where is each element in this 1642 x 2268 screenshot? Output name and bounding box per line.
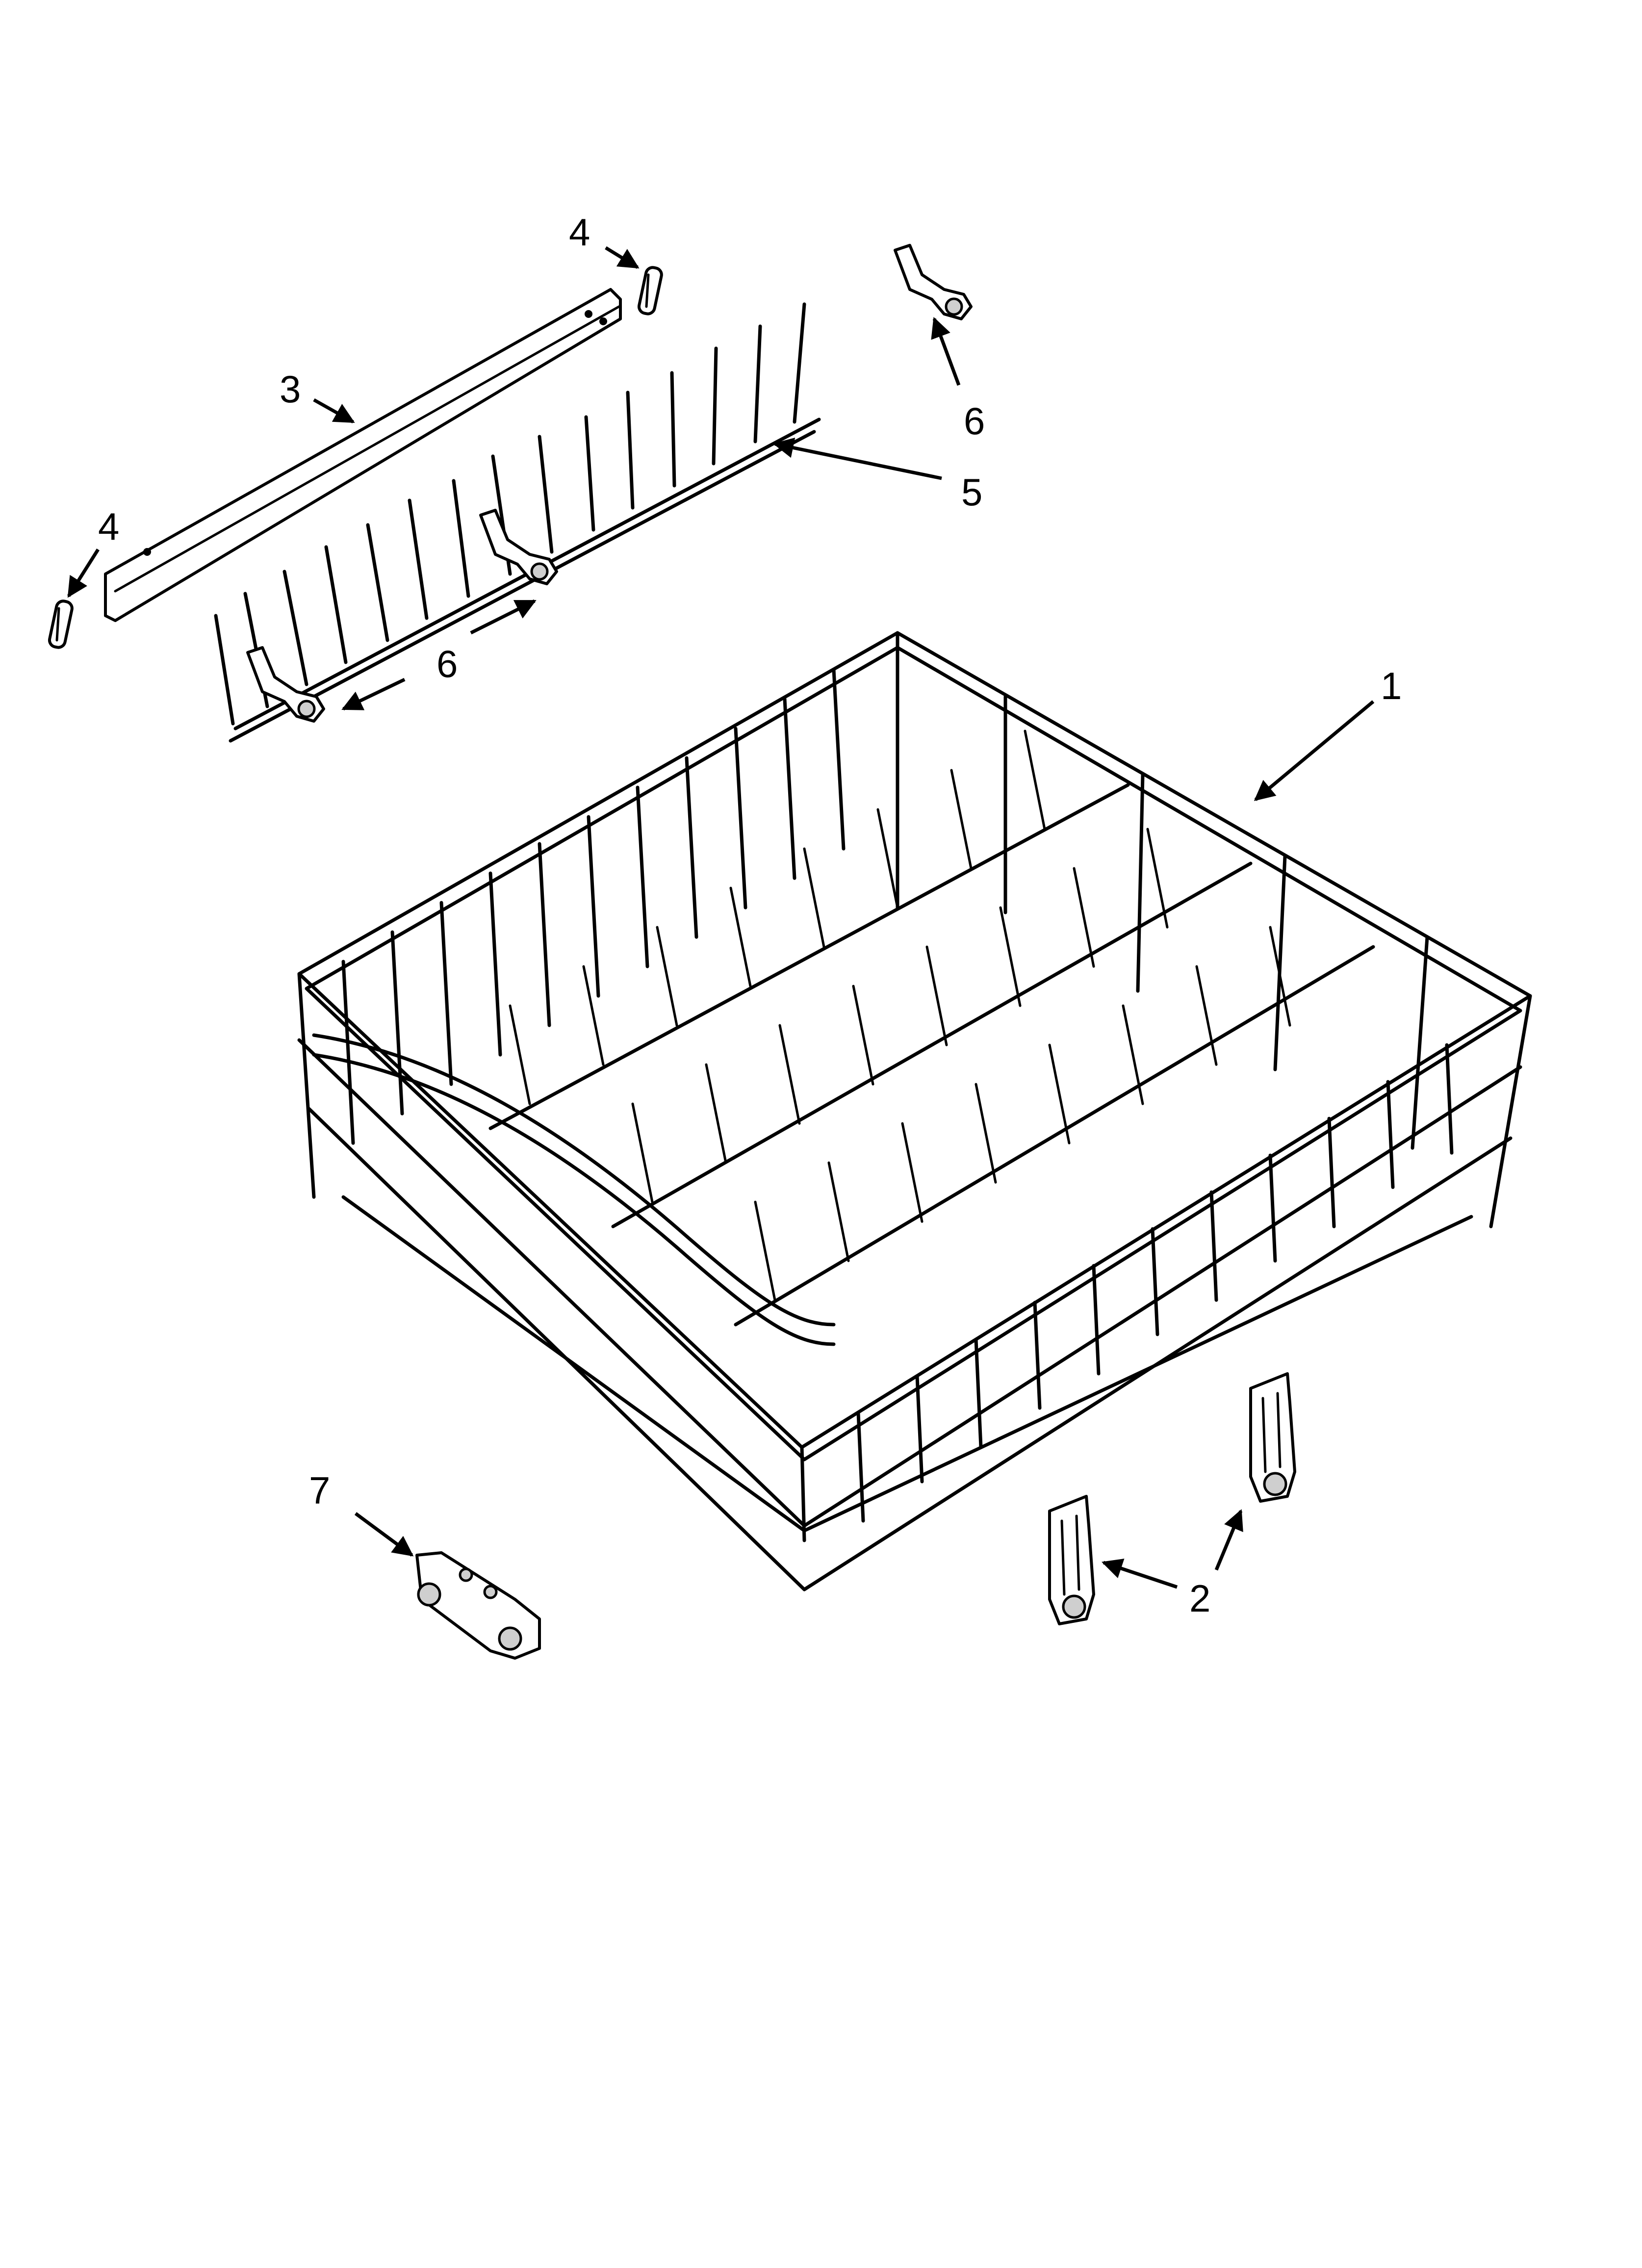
leader-4a [605,246,640,269]
callout-5: 5 [961,470,982,514]
tine-clip-top-part [894,244,973,320]
rail-bar-part [104,288,622,622]
tine-clip-lower-part [246,646,325,723]
leader-6a [931,317,961,386]
clip-top-part [637,266,663,315]
dish-rack-part [297,631,1532,1591]
leader-7 [354,1512,414,1557]
callout-6-top: 6 [964,399,985,443]
tine-clip-mid-part [479,509,558,585]
leader-4b [67,548,100,598]
leader-5 [772,438,942,480]
leader-2b [1214,1509,1243,1571]
leader-lines [67,246,1375,1589]
callout-1: 1 [1381,664,1402,707]
callout-7: 7 [309,1469,330,1512]
leader-3 [313,398,355,424]
callout-4-top: 4 [569,210,590,254]
callout-2: 2 [1189,1577,1210,1620]
callout-3: 3 [280,367,301,411]
end-cap-part [415,1551,541,1660]
leader-6b [470,599,537,635]
callout-labels: 1 2 3 4 4 5 6 6 7 [98,210,1402,1620]
leader-1 [1254,700,1375,801]
rack-roller-a-part [1048,1495,1095,1625]
rack-roller-b-part [1249,1372,1296,1503]
callout-6-lower: 6 [436,642,458,685]
clip-left-part [48,600,74,649]
leader-2a [1102,1559,1178,1589]
callout-4-left: 4 [98,505,119,548]
leader-6c [341,678,406,711]
